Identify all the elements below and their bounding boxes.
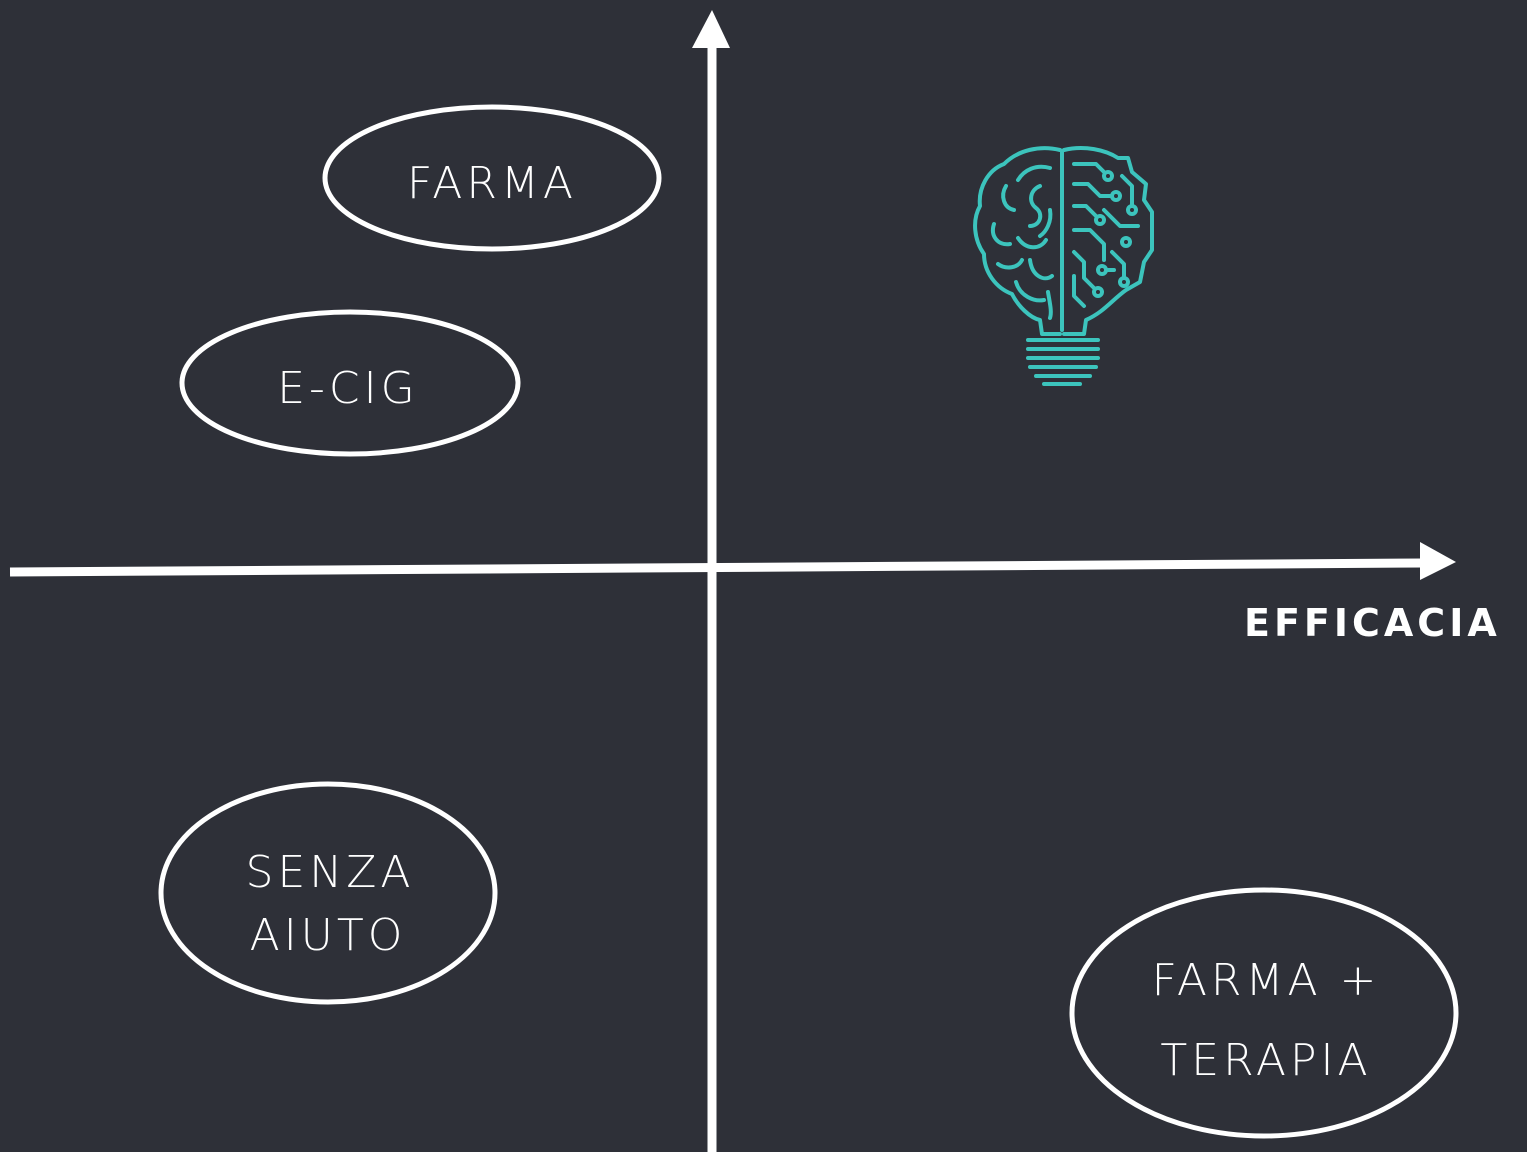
x-axis-label: EFFICACIA [1244,601,1501,645]
item-farma-terapia: FARMA + TERAPIA [1069,887,1459,1139]
oval [158,781,498,1005]
item-label-line-1: FARMA + [1152,955,1381,1006]
oval [179,309,521,457]
item-senza-aiuto: SENZA AIUTO [158,781,498,1005]
item-farma: FARMA [322,104,662,252]
item-ecig: E-CIG [179,309,521,457]
x-axis-arrowhead [1420,542,1456,580]
x-axis: EFFICACIA [9,542,1501,645]
oval [322,104,662,252]
x-axis-line [9,558,1425,577]
item-label-line-2: TERAPIA [1160,1035,1371,1086]
item-label: E-CIG [277,363,418,414]
oval [1069,887,1459,1139]
y-axis [692,10,730,1152]
brain-lightbulb-icon [973,146,1154,386]
item-label-line-2: AIUTO [250,910,407,961]
y-axis-arrowhead [692,10,730,48]
item-label-line-1: SENZA [246,847,415,898]
item-label: FARMA [407,158,577,209]
